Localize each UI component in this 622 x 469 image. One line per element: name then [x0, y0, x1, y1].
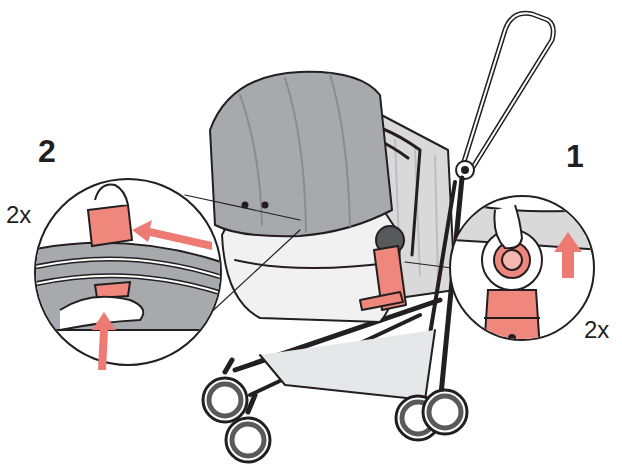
hinge	[456, 161, 474, 179]
repeat-count: 2x	[584, 318, 609, 342]
car-seat-base-line	[235, 260, 395, 268]
hinge-pin	[462, 167, 468, 173]
inset-leader	[405, 262, 452, 268]
basket	[260, 330, 435, 400]
handlebar	[462, 13, 553, 172]
canopy-stud	[243, 203, 248, 208]
repeat-count: 2x	[6, 203, 31, 227]
inset-step-1	[450, 196, 600, 350]
step-number: 2	[38, 135, 56, 167]
canopy	[210, 72, 392, 236]
wheel-forks	[225, 360, 255, 412]
step-number: 1	[566, 140, 584, 172]
release-tab	[360, 292, 403, 310]
wheels	[203, 378, 467, 462]
canopy-stud	[263, 203, 268, 208]
handlebar-highlight	[462, 13, 553, 172]
inset-step-2	[30, 179, 230, 370]
canopy-folds	[240, 74, 350, 232]
